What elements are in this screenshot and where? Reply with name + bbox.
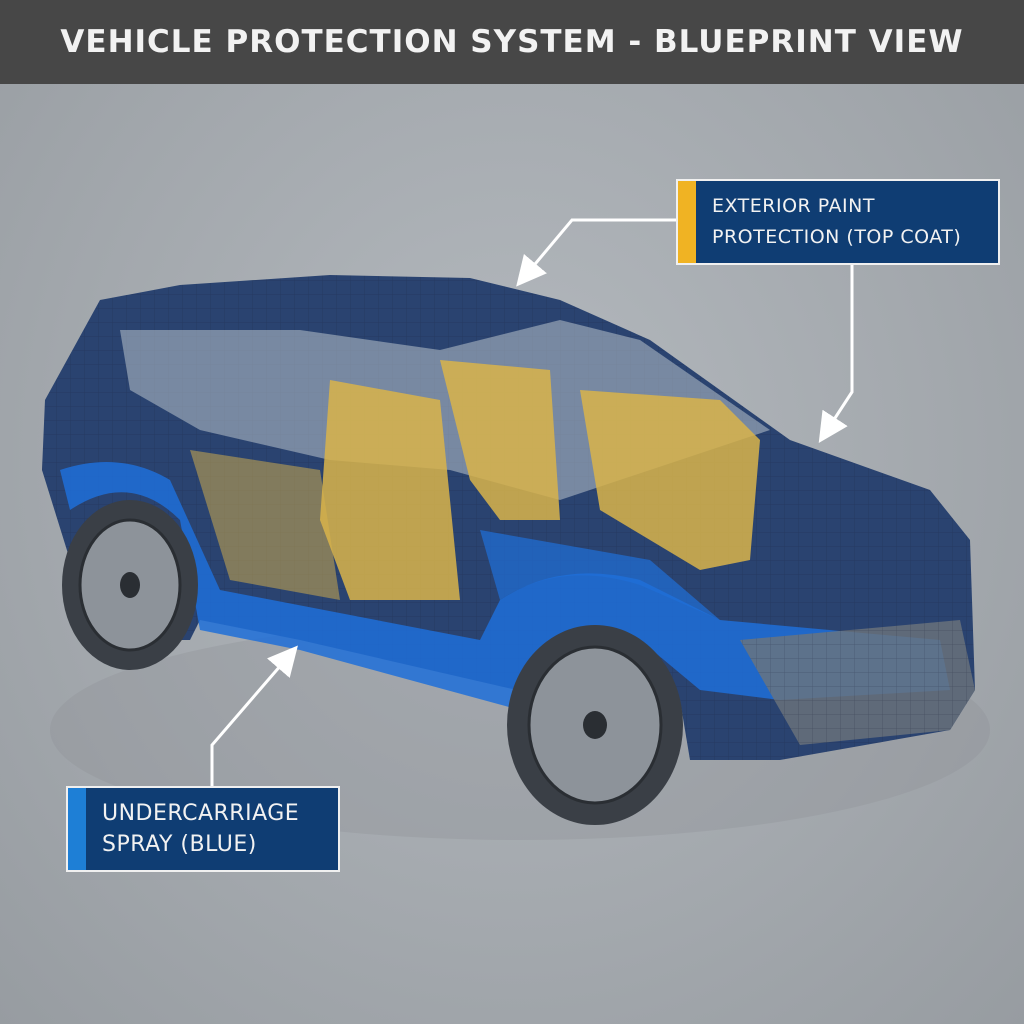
yellow-accent-stripe [678, 181, 696, 263]
callout-line: EXTERIOR PAINT [712, 195, 875, 217]
exterior-callout-line [516, 218, 677, 287]
page-title: VEHICLE PROTECTION SYSTEM - BLUEPRINT VI… [60, 24, 964, 60]
undercarriage-spray-callout: UNDERCARRIAGE SPRAY (BLUE) [66, 786, 340, 872]
rear-wheel [62, 500, 198, 670]
callout-line: UNDERCARRIAGE [102, 801, 300, 826]
exterior-callout-line-2 [818, 265, 854, 444]
exterior-paint-callout: EXTERIOR PAINT PROTECTION (TOP COAT) [676, 179, 1000, 265]
undercarriage-callout-line [210, 645, 298, 787]
interior-seats [320, 360, 760, 600]
interior-lower [190, 450, 340, 600]
callout-line: SPRAY (BLUE) [102, 832, 257, 857]
blue-accent-stripe [68, 788, 86, 870]
title-bar: VEHICLE PROTECTION SYSTEM - BLUEPRINT VI… [0, 0, 1024, 84]
undercarriage-spray [60, 462, 950, 710]
front-wheel [507, 625, 683, 825]
callout-line: PROTECTION (TOP COAT) [712, 226, 962, 248]
